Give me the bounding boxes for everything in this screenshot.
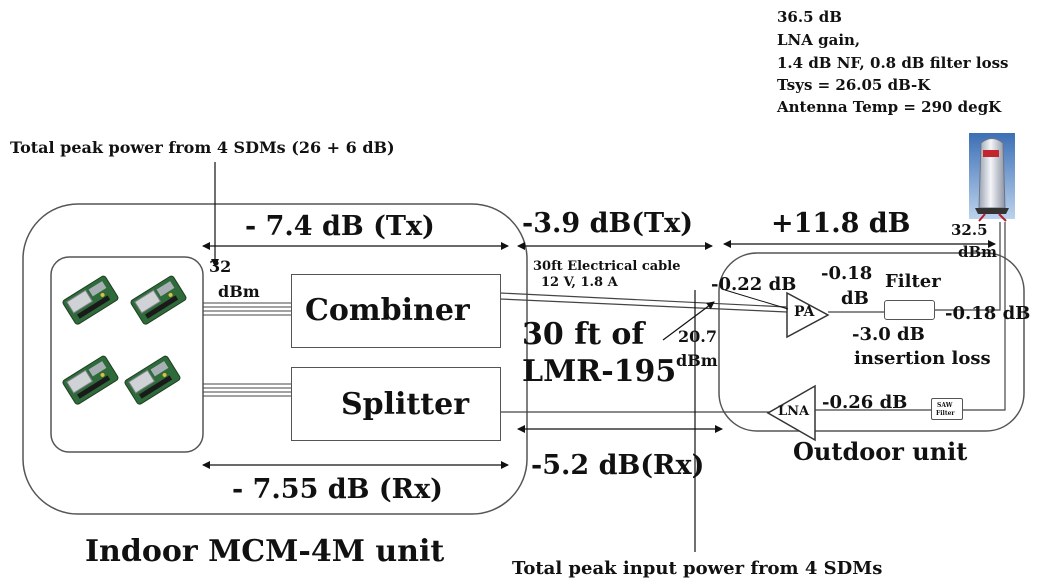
cable-power-unit: dBm xyxy=(676,351,718,370)
pa-amplifier-shape xyxy=(786,291,830,339)
indoor-power-unit: dBm xyxy=(218,282,260,301)
top-annotation: Total peak power from 4 SDMs (26 + 6 dB) xyxy=(10,138,395,157)
coax-cable-length: 30 ft of xyxy=(522,317,645,352)
sdm-to-combiner-lines xyxy=(203,302,291,316)
sdm-board-icon-4 xyxy=(124,355,181,405)
sdm-bay xyxy=(50,256,204,453)
pa-output-loss-unit: dB xyxy=(841,288,869,309)
electrical-cable-label: 30ft Electrical cable xyxy=(533,259,681,274)
saw-filter-label-2: Filter xyxy=(936,410,955,417)
indoor-unit-enclosure xyxy=(22,203,528,515)
pa-label: PA xyxy=(794,304,815,320)
electrical-cable-spec: 12 V, 1.8 A xyxy=(541,275,618,290)
splitter-label: Splitter xyxy=(341,387,470,422)
cable-rx-loss: -5.2 dB(Rx) xyxy=(531,450,705,481)
antenna-power-value: 32.5 xyxy=(951,221,988,239)
lna-input-loss: -0.26 dB xyxy=(822,392,908,413)
combiner-block xyxy=(291,274,501,348)
filter-to-antenna-line xyxy=(935,222,1001,311)
antenna-icon xyxy=(969,133,1015,222)
insertion-loss-label: insertion loss xyxy=(854,348,991,369)
filter-output-loss: -0.18 dB xyxy=(945,303,1031,324)
indoor-power-value: 32 xyxy=(209,257,232,276)
indoor-unit-title: Indoor MCM-4M unit xyxy=(85,534,445,569)
tx-coax-cable xyxy=(499,298,788,313)
cable-power-value: 20.7 xyxy=(678,327,717,346)
pa-output-loss-value: -0.18 xyxy=(821,263,873,284)
pa-input-pointer xyxy=(724,289,789,310)
combiner-label: Combiner xyxy=(305,293,470,328)
cable-tx-loss: -3.9 dB(Tx) xyxy=(522,208,694,239)
indoor-rx-loss: - 7.55 dB (Rx) xyxy=(232,474,443,505)
sdm-board-icon-1 xyxy=(62,275,119,325)
saw-to-antenna-line xyxy=(963,222,1006,411)
saw-filter-label-1: SAW xyxy=(937,402,953,409)
bottom-annotation-pointer-diagonal xyxy=(662,301,715,341)
lna-amplifier-shape xyxy=(766,384,816,442)
lna-label: LNA xyxy=(778,404,810,419)
splitter-block xyxy=(291,367,501,441)
antenna-spec-lna: LNA gain, xyxy=(777,31,861,49)
antenna-power-unit: dBm xyxy=(958,243,998,261)
outdoor-unit-label: Outdoor unit xyxy=(793,437,968,466)
electrical-cable xyxy=(499,292,788,308)
saw-filter-block xyxy=(931,398,963,420)
sdm-to-splitter-lines xyxy=(203,383,291,397)
insertion-loss-value: -3.0 dB xyxy=(852,324,925,345)
antenna-spec-tsys: Tsys = 26.05 dB-K xyxy=(777,76,931,94)
filter-label: Filter xyxy=(885,271,941,292)
pa-input-loss: -0.22 dB xyxy=(711,274,797,295)
sdm-board-icon-2 xyxy=(130,275,187,325)
bottom-annotation: Total peak input power from 4 SDMs xyxy=(512,558,883,579)
sdm-board-icon-3 xyxy=(62,355,119,405)
antenna-spec-gain: 36.5 dB xyxy=(777,8,842,26)
antenna-spec-temp: Antenna Temp = 290 degK xyxy=(777,98,1002,116)
coax-cable-type: LMR-195 xyxy=(522,354,677,389)
outdoor-unit-enclosure xyxy=(718,252,1025,432)
indoor-tx-loss: - 7.4 dB (Tx) xyxy=(245,211,435,242)
filter-block xyxy=(884,300,935,320)
outdoor-gain: +11.8 dB xyxy=(771,208,911,239)
antenna-spec-nf: 1.4 dB NF, 0.8 dB filter loss xyxy=(777,54,1009,72)
